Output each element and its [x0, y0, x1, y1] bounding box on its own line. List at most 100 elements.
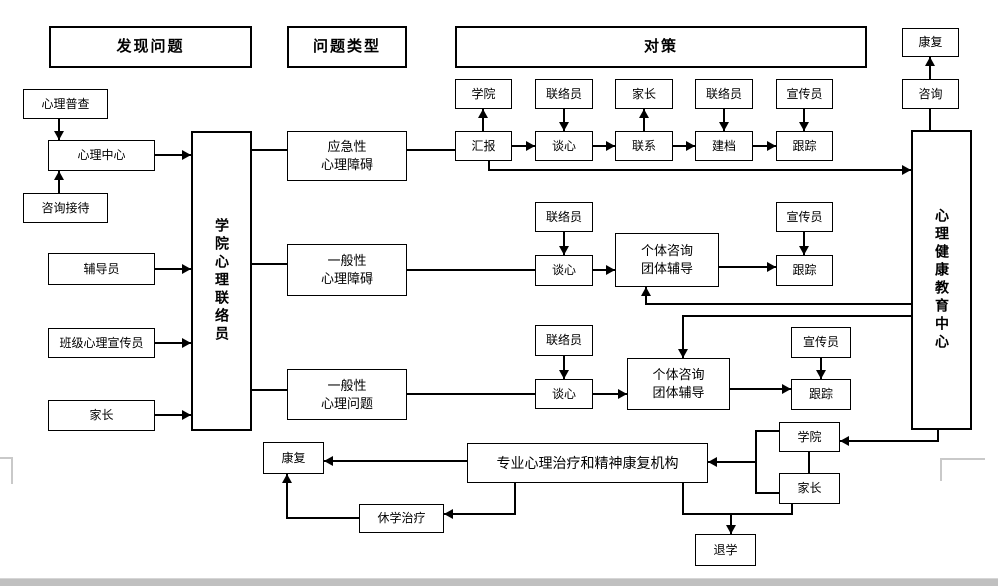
margin-mark-line — [940, 458, 942, 481]
node-liaison-row2: 联络员 — [535, 202, 593, 232]
arrow-head — [767, 262, 776, 272]
connector-line — [563, 355, 565, 380]
margin-mark-line — [0, 457, 13, 459]
connector-line — [791, 503, 793, 515]
arrow-head — [182, 264, 191, 274]
node-talk-row3: 谈心 — [535, 379, 593, 409]
arrow-head — [816, 370, 826, 379]
arrow-head — [478, 109, 488, 118]
arrow-head — [526, 141, 535, 151]
node-talk-row1: 谈心 — [535, 131, 593, 161]
connector-line — [251, 263, 288, 265]
connector-line — [406, 269, 536, 271]
node-talk-row2: 谈心 — [535, 255, 593, 286]
arrow-head — [182, 410, 191, 420]
node-header-countermeasures: 对策 — [455, 26, 867, 68]
connector-line — [154, 154, 192, 156]
arrow-head — [726, 525, 736, 534]
node-health-edu-center: 心理健康教育中心 — [911, 130, 972, 430]
connector-line — [323, 460, 468, 462]
node-consult-reception: 咨询接待 — [23, 193, 108, 223]
arrow-head — [719, 122, 729, 131]
connector-line — [154, 268, 192, 270]
connector-line — [682, 315, 684, 359]
arrow-head — [782, 384, 791, 394]
arrow-head — [182, 338, 191, 348]
arrow-head — [559, 370, 569, 379]
node-recovery-top: 康复 — [902, 28, 959, 57]
node-college-bottom: 学院 — [779, 422, 840, 452]
connector-line — [406, 393, 536, 395]
node-counselor: 辅导员 — [48, 253, 155, 285]
arrow-head — [324, 456, 333, 466]
margin-mark-line — [940, 458, 985, 460]
arrow-head — [444, 509, 453, 519]
arrow-head — [618, 389, 627, 399]
connector-line — [251, 149, 288, 151]
arrow-head — [606, 265, 615, 275]
connector-line — [730, 513, 732, 535]
arrow-head — [54, 171, 64, 180]
arrow-head — [641, 287, 651, 296]
arrow-head — [182, 150, 191, 160]
node-publicist-row3: 宣传员 — [791, 327, 851, 358]
connector-line — [286, 473, 288, 519]
node-professional-institution: 专业心理治疗和精神康复机构 — [467, 443, 708, 483]
connector-line — [755, 430, 780, 432]
node-create-archive: 建档 — [695, 131, 753, 161]
connector-line — [563, 231, 565, 256]
node-track-row2: 跟踪 — [776, 255, 833, 286]
connector-line — [839, 440, 939, 442]
connector-line — [755, 492, 780, 494]
node-parents-bottom: 家长 — [779, 473, 840, 504]
connector-line — [643, 108, 645, 132]
node-college-row1: 学院 — [455, 79, 512, 109]
node-counsel-row3: 个体咨询 团体辅导 — [627, 358, 730, 410]
connector-line — [488, 160, 490, 171]
arrow-head — [686, 141, 695, 151]
arrow-head — [902, 165, 911, 175]
connector-line — [592, 145, 616, 147]
arrow-head — [559, 122, 569, 131]
connector-line — [58, 170, 60, 194]
margin-mark-line — [11, 457, 13, 484]
node-publicist-row2: 宣传员 — [776, 202, 833, 232]
arrow-head — [708, 457, 717, 467]
arrow-head — [767, 141, 776, 151]
node-header-problem-type: 问题类型 — [287, 26, 407, 68]
node-track-row1: 跟踪 — [776, 131, 833, 161]
connector-line — [406, 149, 456, 151]
node-header-discover-problems: 发现问题 — [49, 26, 252, 68]
connector-line — [718, 266, 777, 268]
node-general-problem: 一般性 心理问题 — [287, 369, 407, 420]
arrow-head — [799, 122, 809, 131]
connector-line — [58, 118, 60, 141]
connector-line — [682, 513, 793, 515]
connector-line — [443, 513, 516, 515]
connector-line — [672, 145, 696, 147]
connector-line — [592, 269, 616, 271]
connector-line — [488, 169, 912, 171]
arrow-head — [840, 436, 849, 446]
node-report: 汇报 — [455, 131, 512, 161]
node-emergency-disorder: 应急性 心理障碍 — [287, 131, 407, 181]
connector-line — [820, 357, 822, 380]
connector-line — [482, 108, 484, 132]
node-publicist-row1: 宣传员 — [776, 79, 833, 109]
node-college-psych-liaison: 学院心理联络员 — [191, 131, 252, 431]
connector-line — [707, 461, 757, 463]
connector-line — [937, 429, 939, 442]
connector-line — [514, 482, 516, 515]
node-parents-row1: 家长 — [615, 79, 673, 109]
connector-line — [729, 388, 792, 390]
node-recovery-bottom: 康复 — [263, 442, 324, 474]
connector-line — [154, 342, 192, 344]
horizontal-scrollbar-track[interactable] — [0, 578, 998, 586]
arrow-head — [799, 246, 809, 255]
node-track-row3: 跟踪 — [791, 379, 851, 410]
node-class-psych-publicist: 班级心理宣传员 — [48, 328, 155, 358]
connector-line — [592, 393, 628, 395]
connector-line — [929, 108, 931, 131]
node-psych-center: 心理中心 — [48, 140, 155, 171]
